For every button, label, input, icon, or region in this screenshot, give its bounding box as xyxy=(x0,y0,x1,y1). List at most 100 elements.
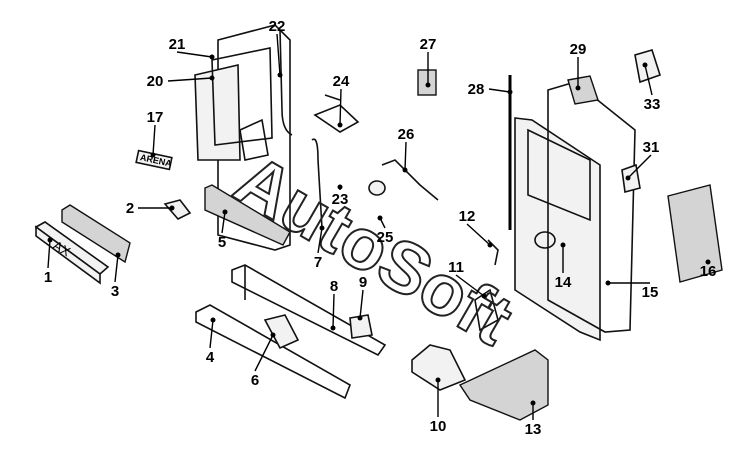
leader-line xyxy=(167,77,213,82)
watermark: AutoSoft xyxy=(222,140,525,361)
callout-1: 1 xyxy=(44,237,53,286)
part-hinge-33 xyxy=(634,49,661,84)
leader-dot xyxy=(277,72,283,78)
part-rod-22 xyxy=(279,29,293,136)
leader-line xyxy=(152,124,156,156)
part-handle-11 xyxy=(474,288,499,332)
part-beam-8 xyxy=(231,264,387,357)
callout-7: 7 xyxy=(314,225,325,271)
callout-17: 17 xyxy=(147,109,164,158)
callout-11: 11 xyxy=(448,259,487,299)
leader-line xyxy=(455,274,485,297)
leader-line xyxy=(114,254,119,283)
part-latch-27 xyxy=(417,69,437,96)
leader-line xyxy=(488,88,511,93)
part-cable-23 xyxy=(311,138,323,229)
leader-dot xyxy=(625,175,631,181)
part-knob-25 xyxy=(368,180,386,196)
callout-14: 14 xyxy=(555,242,572,291)
callout-4: 4 xyxy=(206,317,216,366)
callout-29: 29 xyxy=(570,41,586,91)
part-door-frame xyxy=(194,24,291,251)
leader-line xyxy=(466,223,491,246)
leader-line xyxy=(332,293,335,329)
callout-number: 23 xyxy=(332,191,349,208)
callout-number: 15 xyxy=(642,284,659,301)
leader-dot xyxy=(150,152,156,158)
callout-2: 2 xyxy=(126,200,175,217)
part-panel-16 xyxy=(667,184,723,283)
part-plate-3 xyxy=(61,204,131,264)
callout-number: 22 xyxy=(269,18,286,35)
callout-number: 16 xyxy=(700,263,717,280)
callout-16: 16 xyxy=(700,259,717,280)
callout-number: 7 xyxy=(314,254,322,271)
leader-dot xyxy=(705,259,711,265)
leader-dot xyxy=(210,317,216,323)
part-bracket-6 xyxy=(263,314,300,350)
callout-number: 27 xyxy=(420,36,437,53)
callout-28: 28 xyxy=(468,81,513,98)
callout-number: 6 xyxy=(251,372,259,389)
callout-number: 33 xyxy=(644,96,661,113)
callout-number: 2 xyxy=(126,200,134,217)
leader-line xyxy=(627,154,652,179)
callout-number: 25 xyxy=(377,229,394,246)
leader-dot xyxy=(605,280,611,286)
leader-line xyxy=(221,211,226,234)
callout-20: 20 xyxy=(147,73,215,90)
callout-number: 17 xyxy=(147,109,164,126)
callout-23: 23 xyxy=(332,184,349,208)
callout-number: 24 xyxy=(333,73,350,90)
leader-dot xyxy=(425,82,431,88)
part-hinge-29 xyxy=(567,75,599,105)
callout-number: 12 xyxy=(459,208,476,225)
part-rod-26 xyxy=(381,159,439,201)
part-clip-2 xyxy=(163,199,192,220)
leader-dot xyxy=(270,332,276,338)
callout-12: 12 xyxy=(459,208,493,248)
leader-dot xyxy=(530,400,536,406)
leader-dot xyxy=(209,54,215,60)
leader-dot xyxy=(377,215,383,221)
callout-number: 28 xyxy=(468,81,485,98)
leader-dot xyxy=(575,85,581,91)
leader-line xyxy=(317,227,323,254)
leader-line xyxy=(209,319,214,349)
part-bumper-13 xyxy=(458,349,549,421)
callout-number: 4 xyxy=(206,349,215,366)
callout-26: 26 xyxy=(398,126,415,173)
leader-dot xyxy=(337,122,343,128)
leader-dot xyxy=(330,325,336,331)
callout-22: 22 xyxy=(269,18,286,78)
leader-dot xyxy=(209,75,215,81)
part-clip-31 xyxy=(621,163,641,194)
callout-33: 33 xyxy=(642,62,661,113)
leader-dot xyxy=(435,377,441,383)
callout-25: 25 xyxy=(377,215,394,246)
part-door-14 xyxy=(514,117,601,342)
part-bracket-9 xyxy=(349,314,373,339)
callout-24: 24 xyxy=(333,73,350,128)
part-badge-17: ARENA xyxy=(135,149,173,171)
leader-line xyxy=(47,239,51,269)
leader-line xyxy=(644,64,653,96)
leader-dot xyxy=(642,62,648,68)
callout-27: 27 xyxy=(420,36,437,88)
callout-15: 15 xyxy=(605,280,659,301)
leader-line xyxy=(404,141,407,171)
leader-dot xyxy=(402,167,408,173)
leader-dot xyxy=(115,252,121,258)
callout-number: 8 xyxy=(330,278,338,295)
callout-number: 11 xyxy=(448,259,464,276)
callout-number: 21 xyxy=(169,36,186,53)
callout-6: 6 xyxy=(251,332,276,389)
leader-dot xyxy=(337,184,343,190)
callout-number: 26 xyxy=(398,126,415,143)
callout-number: 1 xyxy=(44,269,52,286)
part-mount-10 xyxy=(411,344,467,391)
callout-number: 3 xyxy=(111,283,119,300)
leader-dot xyxy=(47,237,53,243)
callout-3: 3 xyxy=(111,252,121,300)
leader-line xyxy=(359,289,364,319)
